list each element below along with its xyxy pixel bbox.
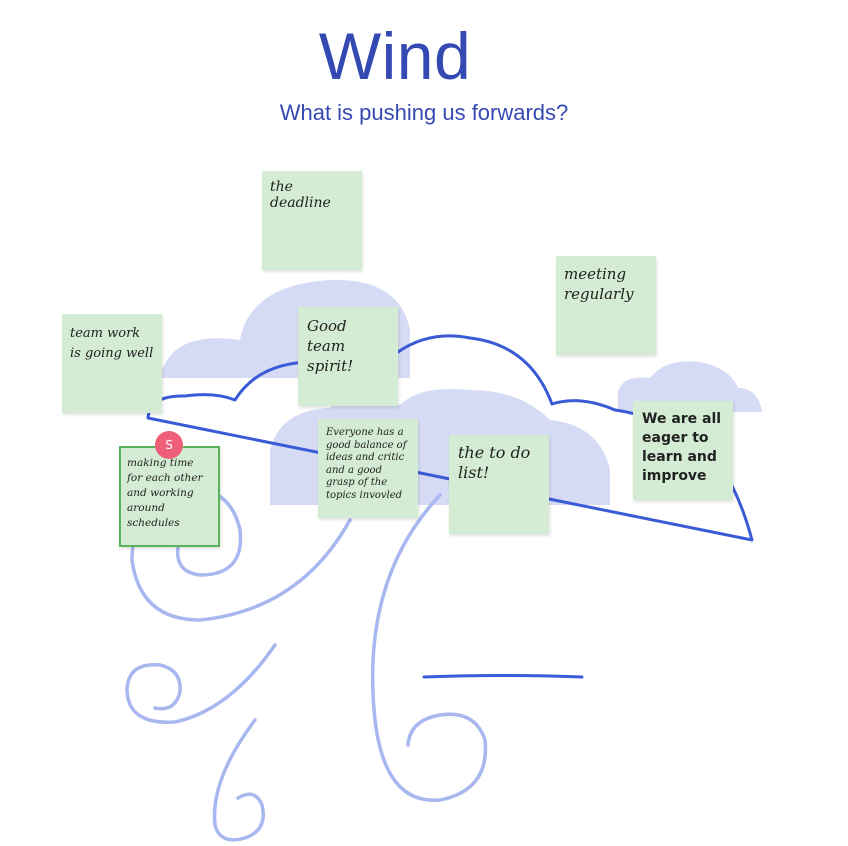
- sticky-note-text: meeting regularly: [564, 265, 634, 303]
- sticky-note-text: We are all eager to learn and improve: [642, 411, 722, 484]
- cloud-right-small: [618, 361, 762, 412]
- sticky-note-text: the to do list!: [458, 443, 531, 482]
- sticky-note-text: making time for each other and working a…: [127, 457, 203, 529]
- sticky-note-text: Everyone has a good balance of ideas and…: [326, 427, 407, 501]
- sticky-note-deadline[interactable]: the deadline: [262, 171, 362, 270]
- collaborator-avatar[interactable]: S: [155, 431, 183, 459]
- sticky-note-text: the deadline: [270, 179, 331, 211]
- sticky-note-text: team work is going well: [70, 326, 154, 361]
- sticky-note-team-spirit[interactable]: Good team spirit!: [298, 307, 398, 406]
- wind-swirl-1: [370, 493, 488, 802]
- board-subtitle: What is pushing us forwards?: [279, 100, 569, 125]
- sticky-note-meeting[interactable]: meeting regularly: [556, 256, 656, 355]
- board-title: Wind: [318, 19, 472, 93]
- sticky-note-eager[interactable]: We are all eager to learn and improve: [633, 401, 733, 500]
- wind-line: [422, 674, 584, 679]
- sticky-note-making-time[interactable]: making time for each other and working a…: [119, 446, 220, 547]
- wind-swirl-4: [212, 718, 265, 842]
- wind-swirl-3: [125, 643, 277, 724]
- sticky-note-todo-list[interactable]: the to do list!: [449, 435, 549, 534]
- sticky-note-text: Good team spirit!: [307, 317, 354, 375]
- sticky-note-teamwork[interactable]: team work is going well: [62, 314, 162, 413]
- sticky-note-balance[interactable]: Everyone has a good balance of ideas and…: [318, 419, 418, 518]
